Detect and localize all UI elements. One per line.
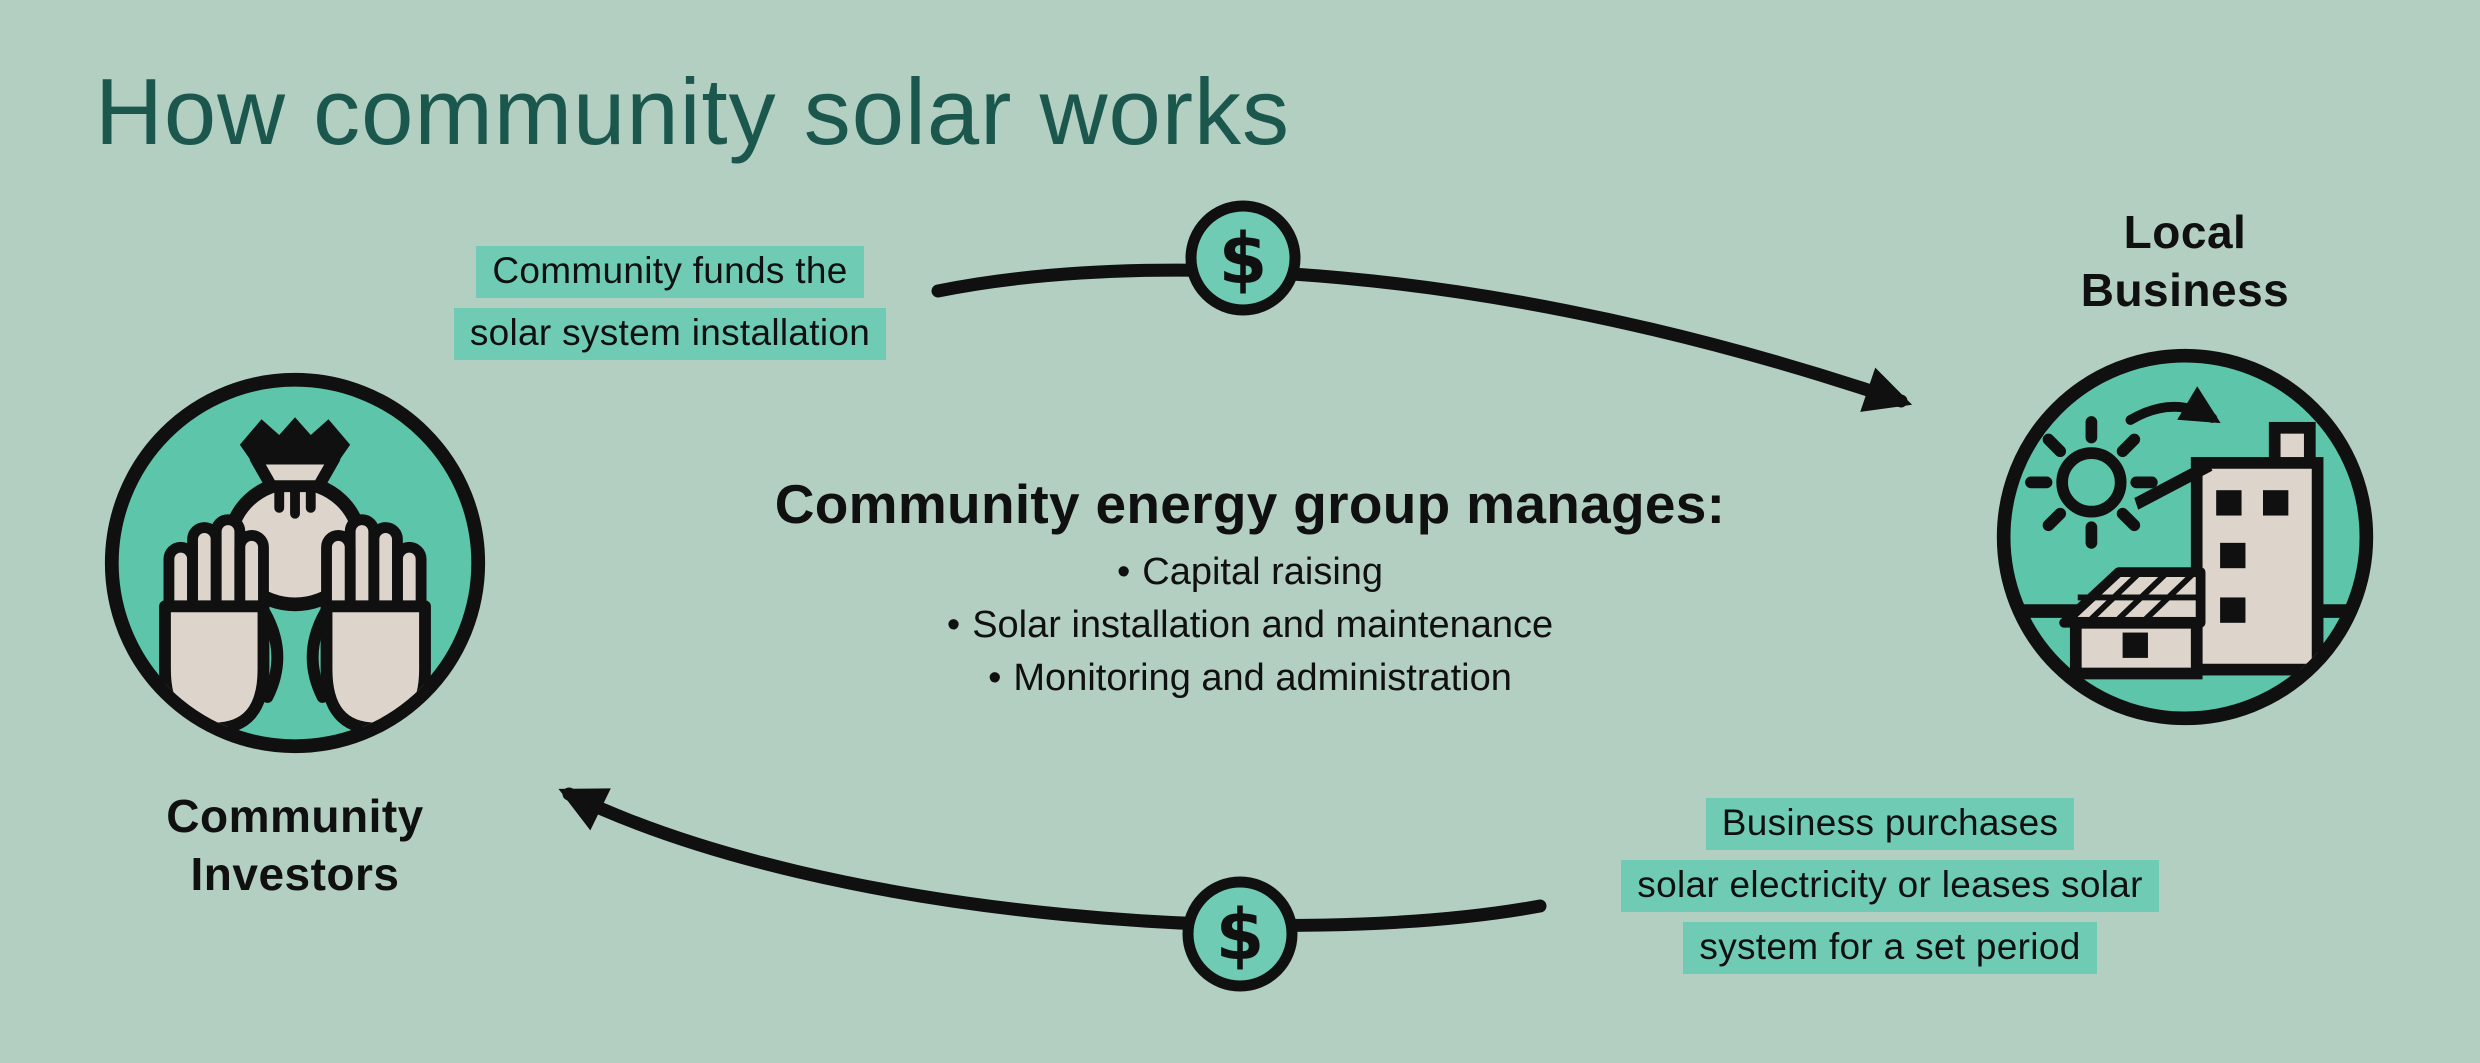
building-icon [2134, 421, 2324, 676]
sun-icon [2025, 416, 2158, 549]
bullet-dot: • [988, 656, 1002, 699]
top-flow-arrow [931, 263, 1913, 412]
dollar-sign-icon: $ [1216, 894, 1265, 976]
center-block: Community energy group manages: •Capital… [640, 472, 1860, 710]
bottom-flow-label: Business purchases solar electricity or … [1620, 793, 2160, 979]
flow-label-line: system for a set period [1683, 922, 2097, 974]
center-bullet-list: •Capital raising •Solar installation and… [640, 551, 1860, 699]
flow-label-line: Community funds the [476, 246, 864, 298]
bullet-dot: • [1116, 551, 1131, 593]
center-heading: Community energy group manages: [774, 473, 1726, 535]
bullet-item: •Monitoring and administration [988, 656, 1512, 699]
flow-label-line: solar electricity or leases solar [1621, 860, 2159, 912]
local-business-icon [1996, 348, 2374, 726]
bullet-item: •Solar installation and maintenance [946, 603, 1554, 646]
energy-transfer-arrow-icon [2125, 386, 2221, 425]
flow-label-line: solar system installation [453, 308, 887, 360]
bottom-flow-arrow [558, 787, 1547, 932]
dollar-badge-bottom: $ [1182, 876, 1298, 992]
bullet-item: •Capital raising [1116, 551, 1384, 593]
page-title: How community solar works [95, 59, 1291, 164]
house-solar-icon [2059, 567, 2206, 680]
bullet-dot: • [946, 603, 961, 646]
dollar-sign-icon: $ [1219, 218, 1268, 300]
flow-label-line: Business purchases [1705, 798, 2075, 850]
community-investors-label: Community Investors [166, 790, 424, 900]
dollar-badge-top: $ [1185, 200, 1301, 316]
top-flow-label: Community funds the solar system install… [370, 241, 970, 365]
community-investors-icon [104, 372, 486, 754]
local-business-label: Local Business [2080, 206, 2290, 316]
